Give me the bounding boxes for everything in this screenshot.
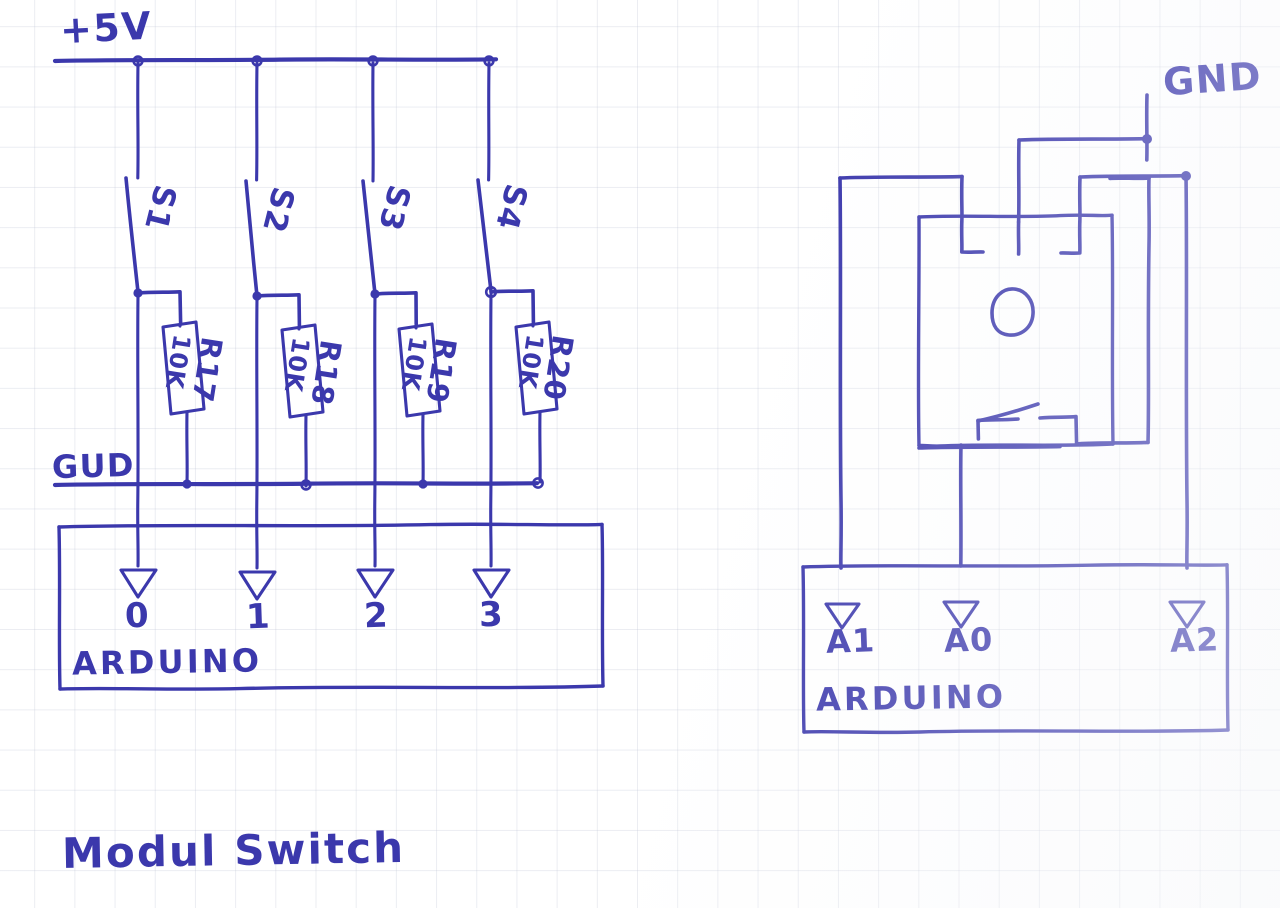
pin-label-2: 2 [363,595,390,637]
pin-label-a1: A1 [825,621,877,661]
node-dot-s1 [133,288,143,298]
gnd-dot-r19 [418,479,428,489]
module-wire-left-to-a1 [838,174,964,570]
plus5v-rail [52,57,499,64]
pin-label-a2: A2 [1169,620,1221,660]
pin-label-1: 1 [245,596,272,638]
pin-label-0: 0 [124,595,151,637]
gnd-ring-r18 [300,479,312,491]
gnd-dot-r17 [182,479,192,489]
module-bottom-right-route [1074,176,1151,446]
arduino-box-right [801,563,1230,735]
gnd-junction-dot [1142,134,1152,144]
pin-label-3: 3 [478,594,505,636]
arduino-box-left [57,522,605,691]
signal-wires-to-board [136,292,493,570]
label-gnd-right: GND [1161,53,1264,105]
node-dot-s2 [252,291,262,301]
mounting-hole-icon [990,287,1035,337]
board-name-left: ARDUINO [71,641,263,683]
switch-blades [124,176,493,298]
pin-arrowheads-left [119,568,511,601]
pin-arrowheads-right [824,600,1206,630]
module-bottom-switch [976,402,1079,446]
gnd-ring-r20 [532,477,544,489]
switch-bottom-nodes [136,289,536,327]
label-gnd-left: GUD [51,445,136,487]
resistor-bodies [161,320,559,419]
module-inner-bottom-rail [917,444,1062,450]
module-wire-right-to-a2 [1077,173,1189,570]
board-name-right: ARDUINO [815,677,1007,719]
node-dot-s3 [370,289,380,299]
resistor-leads [178,320,542,488]
drawing-title: Modul Switch [61,823,406,878]
pin-label-a0: A0 [943,620,995,660]
plus5v-drop-wires [136,61,491,183]
module-top-pin-stubs [959,220,1082,256]
module-wire-center-to-gnd [1016,136,1149,224]
a2-junction-dot [1181,171,1191,181]
label-plus5v: +5V [58,3,154,53]
